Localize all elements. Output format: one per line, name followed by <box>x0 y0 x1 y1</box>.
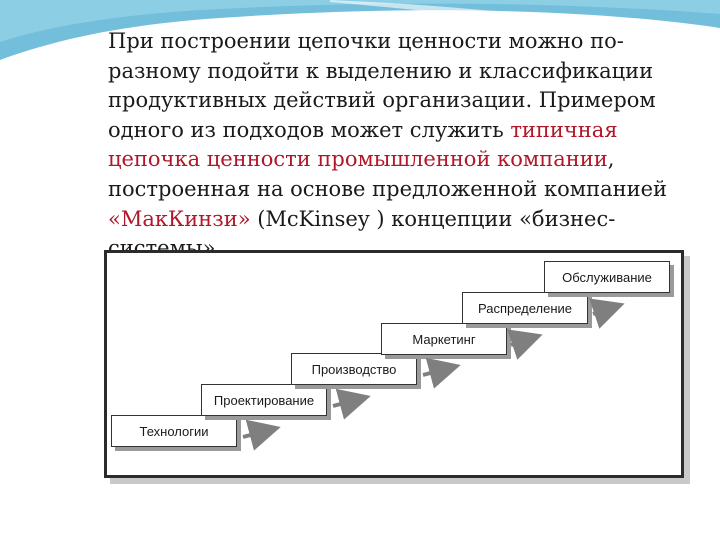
step-technology: Технологии <box>111 415 237 447</box>
body-text-part2: , построенная на основе предложенной ком… <box>108 147 668 201</box>
arrow-4 <box>507 329 543 360</box>
slide-body-text: При построении цепочки ценности можно по… <box>108 27 668 264</box>
arrow-2 <box>332 388 371 420</box>
step-distribution: Распределение <box>462 292 588 324</box>
arrow-5 <box>589 298 625 329</box>
highlight-mckinsey: «МакКинзи» <box>108 206 251 231</box>
step-marketing: Маркетинг <box>381 323 507 355</box>
step-service: Обслуживание <box>544 261 670 293</box>
arrow-3 <box>422 357 461 389</box>
arrow-1 <box>242 419 281 451</box>
highlight-typical-value-chain: типичная цепочка ценности промышленной к… <box>108 117 618 172</box>
arrows-layer <box>242 298 625 451</box>
value-chain-diagram: Технологии Проектирование Производство М… <box>104 250 684 478</box>
step-design: Проектирование <box>201 384 327 416</box>
step-production: Производство <box>291 353 417 385</box>
decorative-wave-header <box>0 0 720 60</box>
body-text-part1: При построении цепочки ценности можно по… <box>108 29 656 142</box>
